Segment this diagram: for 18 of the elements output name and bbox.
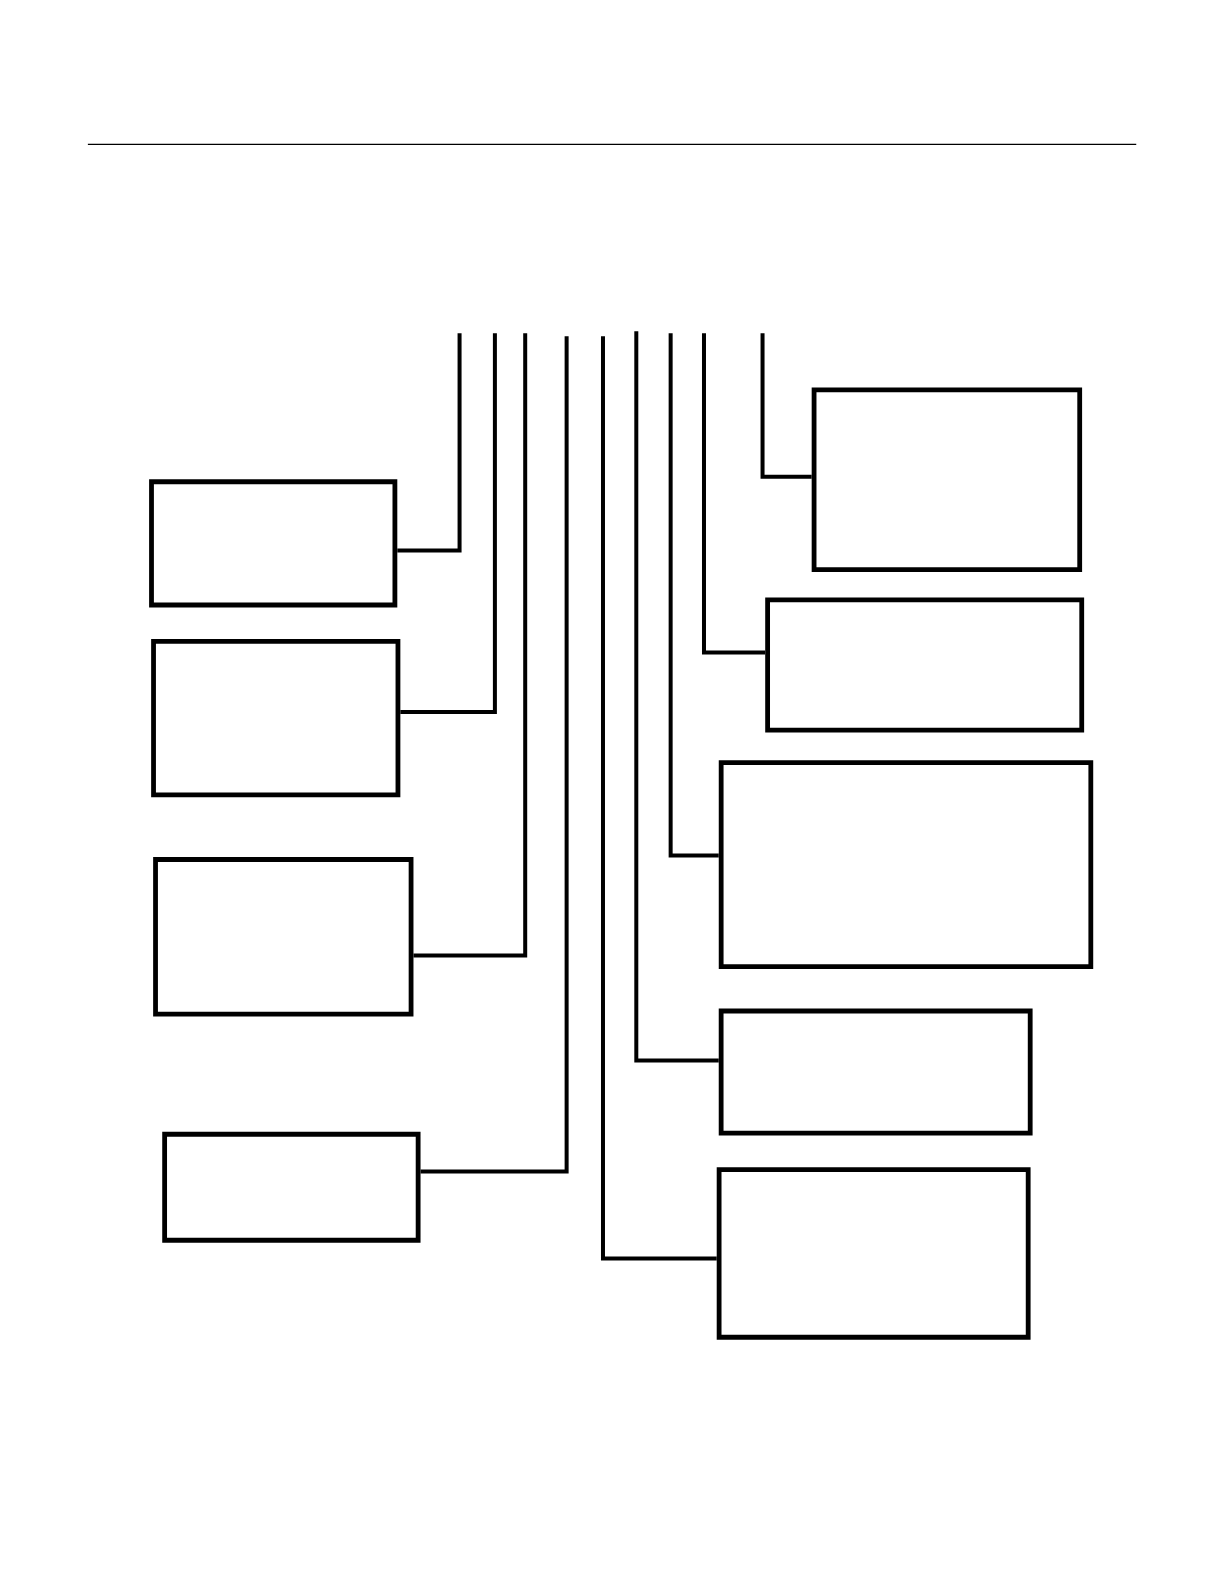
empty-box (151, 638, 401, 798)
leader-line (668, 333, 719, 858)
empty-box (716, 1167, 1031, 1340)
empty-box (765, 597, 1085, 733)
leader-line (397, 333, 462, 553)
empty-box (718, 1008, 1033, 1136)
leader-line (601, 336, 717, 1261)
empty-box (149, 479, 398, 608)
leader-line (760, 333, 812, 479)
leader-line (420, 336, 569, 1174)
leader-line (413, 333, 528, 958)
empty-box (718, 760, 1094, 969)
leader-line (634, 331, 719, 1063)
empty-box (162, 1131, 421, 1243)
leader-line (400, 333, 497, 715)
leader-line (702, 333, 766, 655)
empty-box (153, 857, 414, 1017)
empty-box (811, 387, 1083, 573)
